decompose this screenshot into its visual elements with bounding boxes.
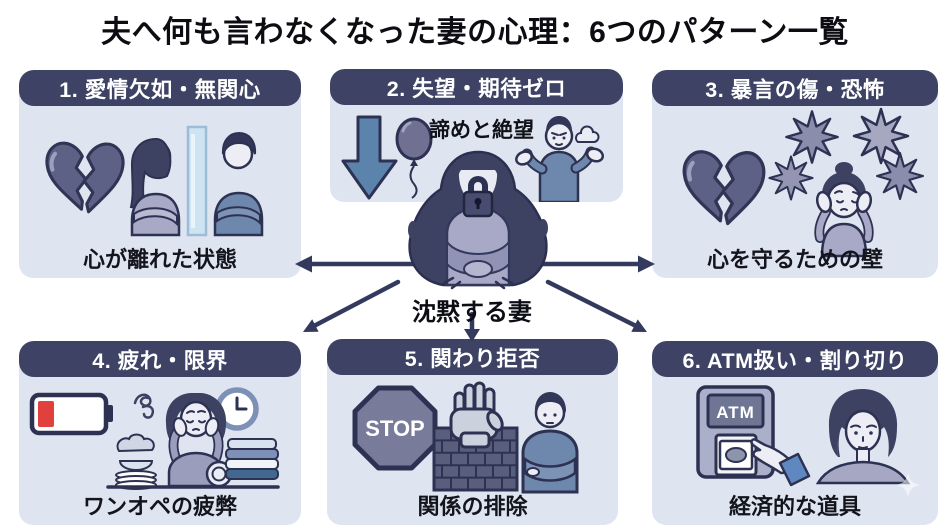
stop-sign-icon: STOP: [352, 385, 438, 471]
shrugging-husband-icon: [515, 116, 605, 202]
panel-3-illustration: [652, 107, 925, 258]
arrowhead-down-right: [631, 319, 647, 332]
deflated-balloon-icon: [395, 117, 433, 199]
panel-4-caption: ワンオペの疲弊: [82, 494, 237, 519]
glass-divider-icon: [186, 125, 208, 237]
wife-face-icon: [815, 389, 911, 485]
stress-scribble-icon: [133, 393, 155, 419]
sparkle-icon: [896, 473, 920, 497]
center-figure-label: 沈黙する妻: [412, 299, 532, 326]
page-title: 夫へ何も言わなくなった妻の心理：6つのパターン一覧: [101, 16, 849, 49]
silent-wife-figure: [408, 150, 548, 290]
panel-1-illustration: [44, 125, 264, 237]
panel-3-header: 3. 暴言の傷・恐怖: [652, 70, 938, 106]
panel-5-illustration: STOP: [352, 381, 579, 494]
woman-covering-ears-icon: [814, 162, 874, 258]
panel-6-illustration: ATM: [696, 385, 920, 497]
arrowhead-down-left: [303, 319, 319, 332]
padlock-icon: [462, 176, 494, 218]
broken-heart-icon: [44, 141, 126, 214]
panel-5-refusal: 5. 関わり拒否 STOP: [327, 339, 618, 525]
blocking-hand-icon: [449, 381, 504, 449]
panel-2-illustration: [341, 115, 605, 202]
panel-3-caption: 心を守るための壁: [706, 247, 883, 272]
panel-1-caption: 心が離れた状態: [82, 247, 237, 272]
broken-heart-icon: [684, 152, 764, 224]
panel-4-illustration: [29, 387, 280, 490]
atm-machine-icon: ATM: [696, 385, 775, 479]
low-battery-icon: [29, 392, 113, 436]
down-arrow-icon: [341, 115, 398, 200]
panel-6-atm-treatment: 6. ATM扱い・割り切り ATM: [652, 341, 938, 525]
husband-crossed-arms-icon: [521, 392, 579, 494]
atm-screen-text: ATM: [716, 403, 755, 422]
panel-4-fatigue-limit: 4. 疲れ・限界: [19, 341, 301, 525]
wife-back-turned-icon: [129, 137, 181, 237]
panel-1-header: 1. 愛情欠如・無関心: [19, 70, 301, 106]
panel-6-caption: 経済的な道具: [728, 494, 861, 519]
panel-2-header: 2. 失望・期待ゼロ: [330, 69, 623, 105]
panel-5-header: 5. 関わり拒否: [327, 339, 618, 375]
panel-4-header: 4. 疲れ・限界: [19, 341, 301, 377]
panel-5-caption: 関係の排除: [417, 494, 528, 519]
stop-sign-text: STOP: [365, 416, 425, 441]
hand-taking-money-icon: [750, 438, 811, 487]
panel-3-verbal-abuse-fear: 3. 暴言の傷・恐怖: [652, 70, 938, 278]
husband-back-turned-icon: [213, 131, 264, 237]
panel-6-header: 6. ATM扱い・割り切り: [652, 341, 938, 377]
laundry-stack-icon: [205, 438, 279, 488]
panel-1-lack-of-affection: 1. 愛情欠如・無関心: [19, 70, 301, 278]
panel-2-annotation: 諦めと絶望: [429, 119, 534, 142]
dishes-stack-icon: [115, 433, 157, 490]
